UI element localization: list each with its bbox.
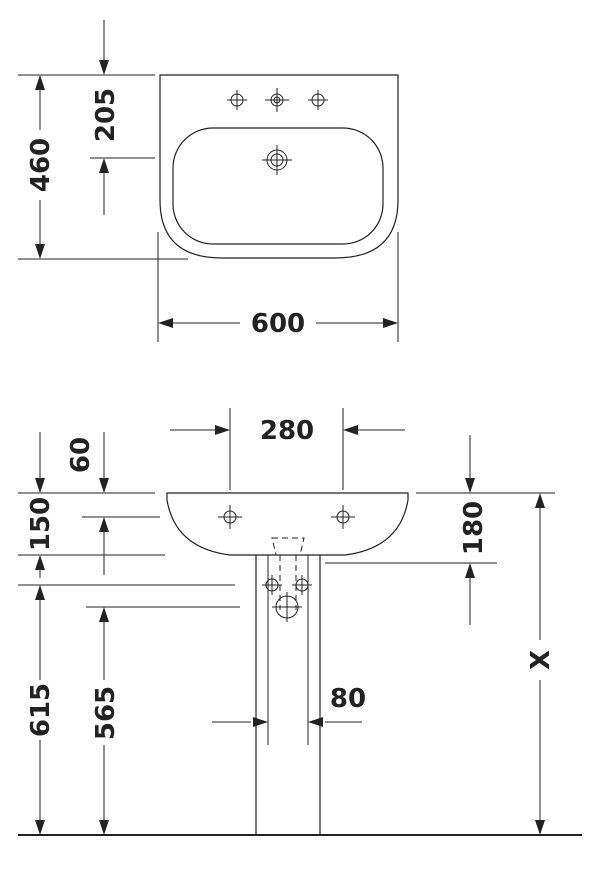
top-view: 460 205 600 [18, 20, 399, 342]
dim-width-label: 600 [251, 309, 305, 339]
dim-lower-height-label: 565 [91, 686, 121, 740]
waste-left-icon [262, 575, 282, 595]
tap-hole-left-icon [227, 90, 247, 110]
tap-hole-center-icon [265, 88, 289, 112]
drain-icon [262, 145, 292, 175]
dim-tap-spacing-label: 280 [260, 416, 314, 446]
dim-depth-label: 460 [26, 138, 56, 192]
dim-tap-height-label: 150 [26, 497, 56, 551]
dim-height-label: 615 [26, 683, 56, 737]
dim-side-label: 180 [459, 501, 489, 555]
dim-tap-offset-label: 205 [91, 88, 121, 142]
tap-front-right-icon [331, 505, 355, 529]
tap-front-left-icon [218, 505, 242, 529]
pedestal [255, 537, 321, 835]
basin-outline-front [166, 492, 409, 556]
waste-outlet-icon [272, 592, 302, 622]
basin-outline-top [159, 74, 399, 259]
front-view: 280 60 150 180 X 615 [18, 408, 582, 836]
dim-rim-drop-label: 60 [66, 437, 96, 473]
basin-bowl-top [172, 127, 384, 245]
tap-hole-right-icon [308, 90, 328, 110]
dim-pedestal-width-label: 80 [330, 684, 366, 714]
waste-right-icon [292, 575, 312, 595]
dim-variable-height-label: X [526, 650, 556, 670]
